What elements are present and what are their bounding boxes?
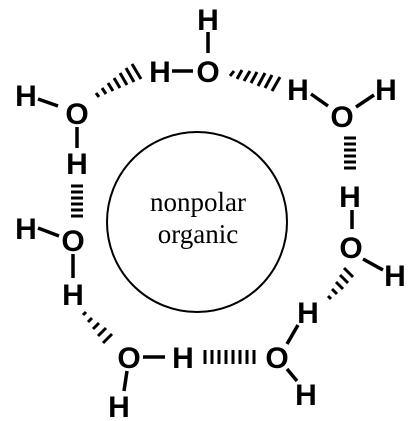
bond-w4-down (122, 370, 129, 392)
nonpolar-solute-circle (106, 131, 288, 313)
center-label-line2: organic (158, 219, 238, 249)
water7-hydrogen-right: H (375, 74, 397, 107)
water7-hydrogen-left: H (287, 74, 309, 107)
hbond-lower-left (81, 310, 114, 345)
water6-hydrogen-right: H (384, 260, 406, 293)
water3-oxygen: O (61, 225, 84, 258)
hbond-upper-right (228, 69, 282, 92)
water3-hydrogen-down: H (62, 279, 84, 312)
bond-w5-down (285, 367, 299, 383)
water3-hydrogen-left: H (15, 213, 37, 246)
bond-w6-right (362, 257, 384, 272)
hbond-bottom (203, 350, 256, 364)
water6-hydrogen-up: H (339, 181, 361, 214)
bond-w3-left (37, 226, 60, 238)
hbond-upper-left (94, 63, 143, 98)
bond-w7-left (309, 92, 330, 108)
water4-oxygen: O (117, 342, 140, 375)
water2-hydrogen-left: H (15, 80, 37, 113)
water5-hydrogen-up: H (297, 297, 319, 330)
water4-hydrogen-right: H (172, 342, 194, 375)
bond-w2-left (37, 97, 59, 108)
hydrogen-bonds (71, 63, 356, 364)
bond-w7-right (355, 93, 375, 109)
water7-oxygen: O (330, 101, 353, 134)
water6-oxygen: O (339, 232, 362, 265)
water1-hydrogen-left: H (149, 56, 171, 89)
atom-labels: H O H H O H H O H O H H O H H H O H H O … (15, 4, 406, 421)
water1-oxygen: O (196, 56, 219, 89)
water4-hydrogen-down: H (108, 391, 130, 421)
hbond-lower-right (326, 266, 355, 301)
water1-hydrogen-top: H (197, 4, 219, 37)
bond-w5-up (285, 324, 300, 345)
water2-hydrogen-down: H (66, 148, 88, 181)
water5-hydrogen-down: H (295, 379, 317, 412)
water2-oxygen: O (65, 98, 88, 131)
hbond-left-vertical (71, 184, 83, 218)
center-label-line1: nonpolar (150, 187, 246, 217)
hbond-right-vertical (344, 136, 356, 170)
water5-oxygen: O (265, 342, 288, 375)
covalent-bonds (37, 32, 384, 392)
